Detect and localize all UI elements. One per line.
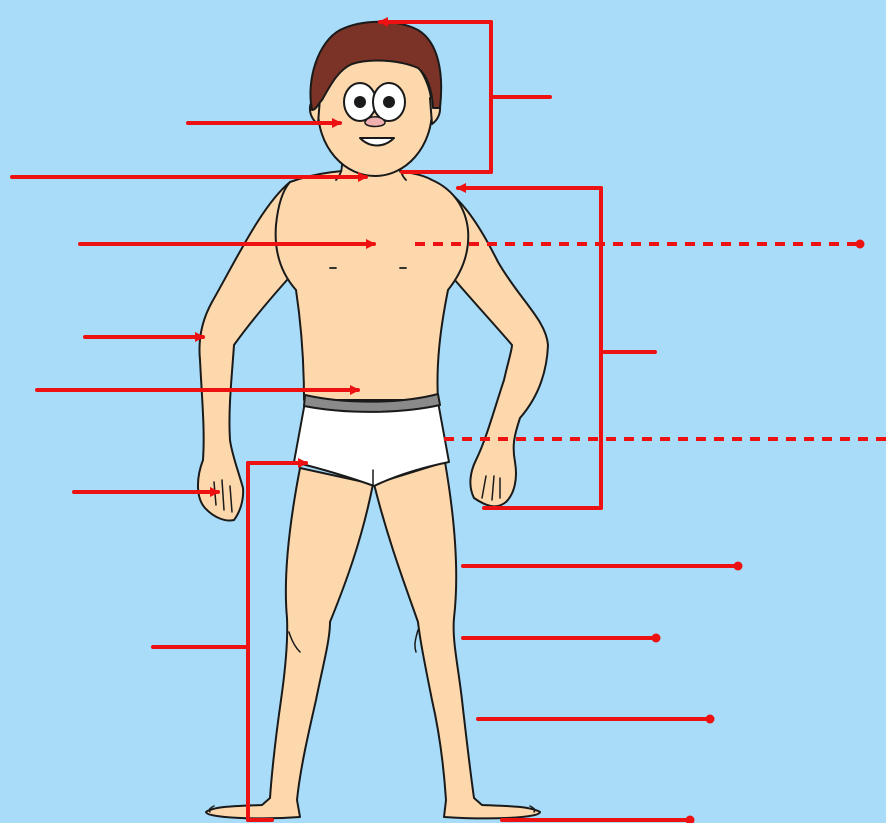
nose (365, 117, 385, 127)
right-pupil (383, 96, 395, 108)
dot-thigh (734, 562, 743, 571)
left-pupil (354, 96, 366, 108)
dot-chest-right (856, 240, 865, 249)
dot-knee (652, 634, 661, 643)
dot-shin (706, 715, 715, 724)
